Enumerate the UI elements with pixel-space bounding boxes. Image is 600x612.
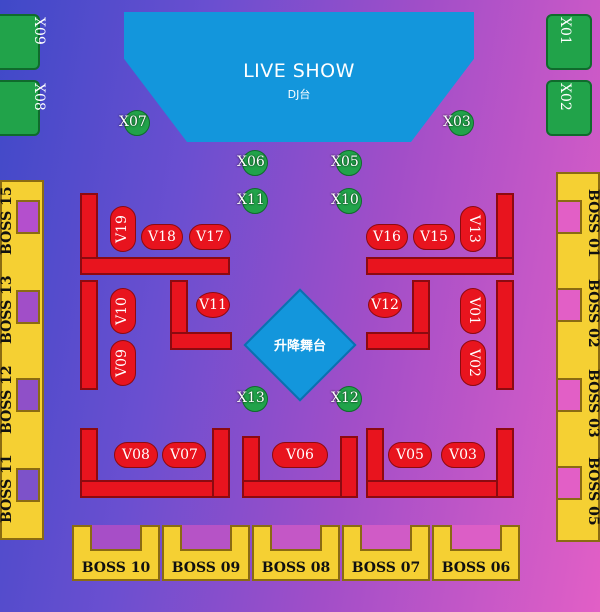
boss-seat-slot: [16, 468, 40, 502]
boss-03[interactable]: BOSS 03: [585, 369, 600, 438]
table-x11[interactable]: [242, 188, 268, 214]
boss-08[interactable]: BOSS 08: [261, 560, 331, 576]
boss-seat-slot: [360, 525, 412, 551]
table-x10[interactable]: [336, 188, 362, 214]
red-booth-wall: [340, 436, 358, 498]
table-v02[interactable]: [460, 340, 486, 386]
boss-09[interactable]: BOSS 09: [171, 560, 241, 576]
table-v01-label: V01: [466, 297, 482, 325]
table-x01-label: X01: [557, 17, 573, 45]
red-booth-wall: [80, 280, 98, 390]
table-x02[interactable]: [546, 80, 592, 136]
red-booth-wall: [170, 332, 232, 350]
red-booth-wall: [212, 428, 230, 498]
live-show-stage: [124, 12, 474, 142]
boss-13[interactable]: BOSS 13: [0, 275, 15, 344]
red-booth-wall: [80, 480, 230, 498]
table-x06-label: X06: [237, 154, 265, 170]
table-v12[interactable]: V12: [368, 292, 402, 318]
table-x05[interactable]: [336, 150, 362, 176]
boss-07[interactable]: BOSS 07: [351, 560, 421, 576]
boss-seat-slot: [16, 290, 40, 324]
lift-stage-label: 升降舞台: [273, 339, 326, 354]
table-v18[interactable]: V18: [141, 224, 183, 250]
red-booth-wall: [366, 257, 514, 275]
table-v02-label: V02: [466, 349, 482, 377]
boss-11[interactable]: BOSS 11: [0, 454, 15, 523]
boss-10[interactable]: BOSS 10: [81, 560, 151, 576]
red-booth-wall: [366, 480, 514, 498]
table-x13[interactable]: [242, 386, 268, 412]
boss-seat-slot: [556, 378, 582, 412]
boss-05[interactable]: BOSS 05: [585, 457, 600, 526]
red-booth-wall: [80, 257, 230, 275]
boss-seat-slot: [90, 525, 142, 551]
table-x12-label: X12: [331, 390, 359, 406]
table-v07[interactable]: V07: [162, 442, 206, 468]
table-v06[interactable]: V06: [272, 442, 328, 468]
boss-seat-slot: [270, 525, 322, 551]
table-x06[interactable]: [242, 150, 268, 176]
table-x09[interactable]: [0, 14, 40, 70]
table-x02-label: X02: [557, 83, 573, 111]
stage-subtitle: DJ台: [287, 88, 311, 101]
table-x10-label: X10: [331, 192, 359, 208]
table-v13[interactable]: [460, 206, 486, 252]
table-x08[interactable]: [0, 80, 40, 136]
red-booth-wall: [496, 428, 514, 498]
table-x13-label: X13: [237, 390, 265, 406]
table-v09[interactable]: [110, 340, 136, 386]
table-v03[interactable]: V03: [441, 442, 485, 468]
boss-01[interactable]: BOSS 01: [585, 189, 600, 258]
table-v01[interactable]: [460, 288, 486, 334]
table-v09-label: V09: [114, 349, 130, 377]
boss-seat-slot: [180, 525, 232, 551]
table-x05-label: X05: [331, 154, 359, 170]
red-booth-wall: [366, 332, 430, 350]
table-v10[interactable]: [110, 288, 136, 334]
boss-seat-slot: [16, 200, 40, 234]
table-v19[interactable]: [110, 206, 136, 252]
stage-title: LIVE SHOW: [243, 60, 355, 82]
table-x03[interactable]: [448, 110, 474, 136]
table-v11[interactable]: V11: [196, 292, 230, 318]
boss-seat-slot: [556, 466, 582, 500]
table-v17[interactable]: V17: [189, 224, 231, 250]
boss-seat-slot: [556, 200, 582, 234]
boss-seat-slot: [16, 378, 40, 412]
table-v19-label: V19: [114, 215, 130, 243]
table-x07-label: X07: [119, 114, 147, 130]
table-x12[interactable]: [336, 386, 362, 412]
table-x11-label: X11: [237, 192, 265, 208]
table-v10-label: V10: [114, 297, 130, 325]
table-x09-label: X09: [31, 17, 47, 45]
table-x08-label: X08: [31, 83, 47, 111]
boss-02[interactable]: BOSS 02: [585, 279, 600, 348]
table-x01[interactable]: [546, 14, 592, 70]
table-v13-label: V13: [466, 215, 482, 243]
boss-06[interactable]: BOSS 06: [441, 560, 511, 576]
boss-seat-slot: [556, 288, 582, 322]
table-v15[interactable]: V15: [413, 224, 455, 250]
table-v05[interactable]: V05: [388, 442, 432, 468]
table-x03-label: X03: [443, 114, 471, 130]
boss-15[interactable]: BOSS 15: [0, 186, 15, 255]
table-x07[interactable]: [124, 110, 150, 136]
table-v08[interactable]: V08: [114, 442, 158, 468]
red-booth-wall: [496, 280, 514, 390]
boss-seat-slot: [450, 525, 502, 551]
boss-12[interactable]: BOSS 12: [0, 365, 15, 434]
table-v16[interactable]: V16: [366, 224, 408, 250]
